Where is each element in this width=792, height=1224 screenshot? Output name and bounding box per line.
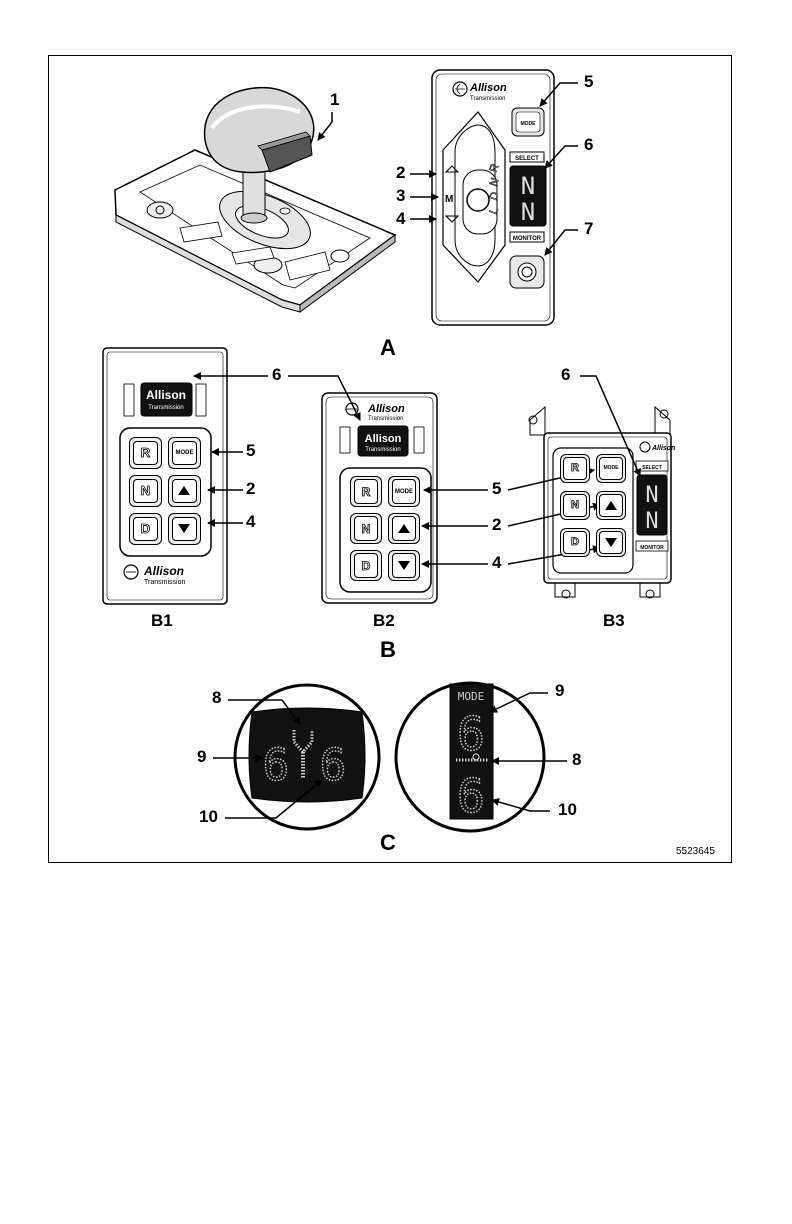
display-top-b3: N: [645, 483, 658, 508]
callout-b1-2: 2: [246, 479, 255, 499]
b1-down-button[interactable]: [168, 513, 201, 545]
callout-b2-5: 5: [492, 479, 501, 499]
display-top-a: N: [521, 172, 535, 200]
callout-c-8-left: 8: [212, 688, 221, 708]
mode-label-a: MODE: [521, 121, 537, 127]
c-bottom-digit: 6: [457, 769, 485, 823]
select-label-b3: SELECT: [642, 465, 662, 471]
brand-name-b3: Allison: [651, 445, 675, 452]
b3-mode-button[interactable]: MODE: [596, 454, 626, 483]
b1-r-button[interactable]: R: [129, 437, 162, 469]
brand-name-b1-bottom: Allison: [143, 564, 184, 578]
b1-n-button[interactable]: N: [129, 475, 162, 507]
b3-down-button[interactable]: [596, 528, 626, 557]
lever-shifter-illustration: [115, 88, 395, 312]
section-label-b: B: [380, 637, 396, 663]
brand-sub-b1-bottom: Transmission: [144, 579, 185, 586]
callout-b1-5: 5: [246, 441, 255, 461]
section-label-a: A: [380, 335, 396, 361]
display-bottom-a: N: [521, 198, 535, 226]
brand-name-a: Allison: [469, 82, 507, 94]
b1-up-button[interactable]: [168, 475, 201, 507]
b2-mode-button[interactable]: MODE: [388, 476, 420, 507]
up-arrow-icon: [178, 486, 190, 495]
position-m: M: [445, 194, 453, 205]
callout-a-5: 5: [584, 72, 593, 92]
b2-up-button[interactable]: [388, 513, 420, 544]
brand-sub-b2-display: Transmission: [365, 447, 400, 453]
callout-b2-2: 2: [492, 515, 501, 535]
up-arrow-icon: [605, 501, 617, 510]
callout-c-9-left: 9: [197, 747, 206, 767]
callout-a-1: 1: [330, 90, 339, 110]
brand-name-b2: Allison: [367, 403, 405, 415]
callout-a-4: 4: [396, 209, 405, 229]
callout-b2-4: 4: [492, 553, 501, 573]
display-bottom-b3: N: [645, 509, 658, 534]
b2-n-button[interactable]: N: [350, 513, 382, 544]
callout-c-10-left: 10: [199, 807, 218, 827]
b3-d-button[interactable]: D: [560, 528, 590, 557]
b2-r-button[interactable]: R: [350, 476, 382, 507]
strip-selector-illustration: R N D L M: [432, 70, 554, 325]
b1-d-button[interactable]: D: [129, 513, 162, 545]
b3-r-button[interactable]: R: [560, 454, 590, 483]
brand-sub-b2: Transmission: [368, 416, 403, 422]
figure-id: 5523645: [676, 846, 715, 857]
c-mode-text: MODE: [458, 690, 485, 703]
brand-name-b1: Allison: [146, 388, 186, 402]
callout-b-6: 6: [272, 365, 281, 385]
down-arrow-icon: [398, 561, 410, 570]
b3-n-button[interactable]: N: [560, 491, 590, 520]
callout-a-7: 7: [584, 219, 593, 239]
down-arrow-icon: [178, 524, 190, 533]
section-label-c: C: [380, 830, 396, 856]
callout-b3-6: 6: [561, 365, 570, 385]
brand-name-b2-display: Allison: [365, 433, 402, 445]
up-arrow-icon: [398, 524, 410, 533]
subfigure-label-b2: B2: [373, 611, 395, 631]
callout-b1-4: 4: [246, 512, 255, 532]
callout-a-3: 3: [396, 186, 405, 206]
callout-c-10-right: 10: [558, 800, 577, 820]
callout-c-8-right: 8: [572, 750, 581, 770]
c-top-digit: 6: [457, 707, 485, 761]
brand-sub-a: Transmission: [470, 96, 505, 102]
c-left-digit-b: 6: [320, 740, 347, 791]
down-arrow-icon: [605, 538, 617, 547]
subfigure-label-b1: B1: [151, 611, 173, 631]
brand-sub-b1: Transmission: [148, 405, 183, 411]
c-left-digit-a: 6: [263, 740, 290, 791]
b1-mode-button[interactable]: MODE: [168, 437, 201, 469]
callout-a-6: 6: [584, 135, 593, 155]
callout-a-2: 2: [396, 163, 405, 183]
select-label-a: SELECT: [515, 156, 539, 162]
b2-down-button[interactable]: [388, 550, 420, 581]
callout-c-9-right: 9: [555, 681, 564, 701]
monitor-label-b3: MONITOR: [640, 545, 664, 551]
b2-d-button[interactable]: D: [350, 550, 382, 581]
monitor-label-a: MONITOR: [513, 236, 542, 242]
c-display-left: [235, 685, 379, 829]
subfigure-label-b3: B3: [603, 611, 625, 631]
b3-up-button[interactable]: [596, 491, 626, 520]
